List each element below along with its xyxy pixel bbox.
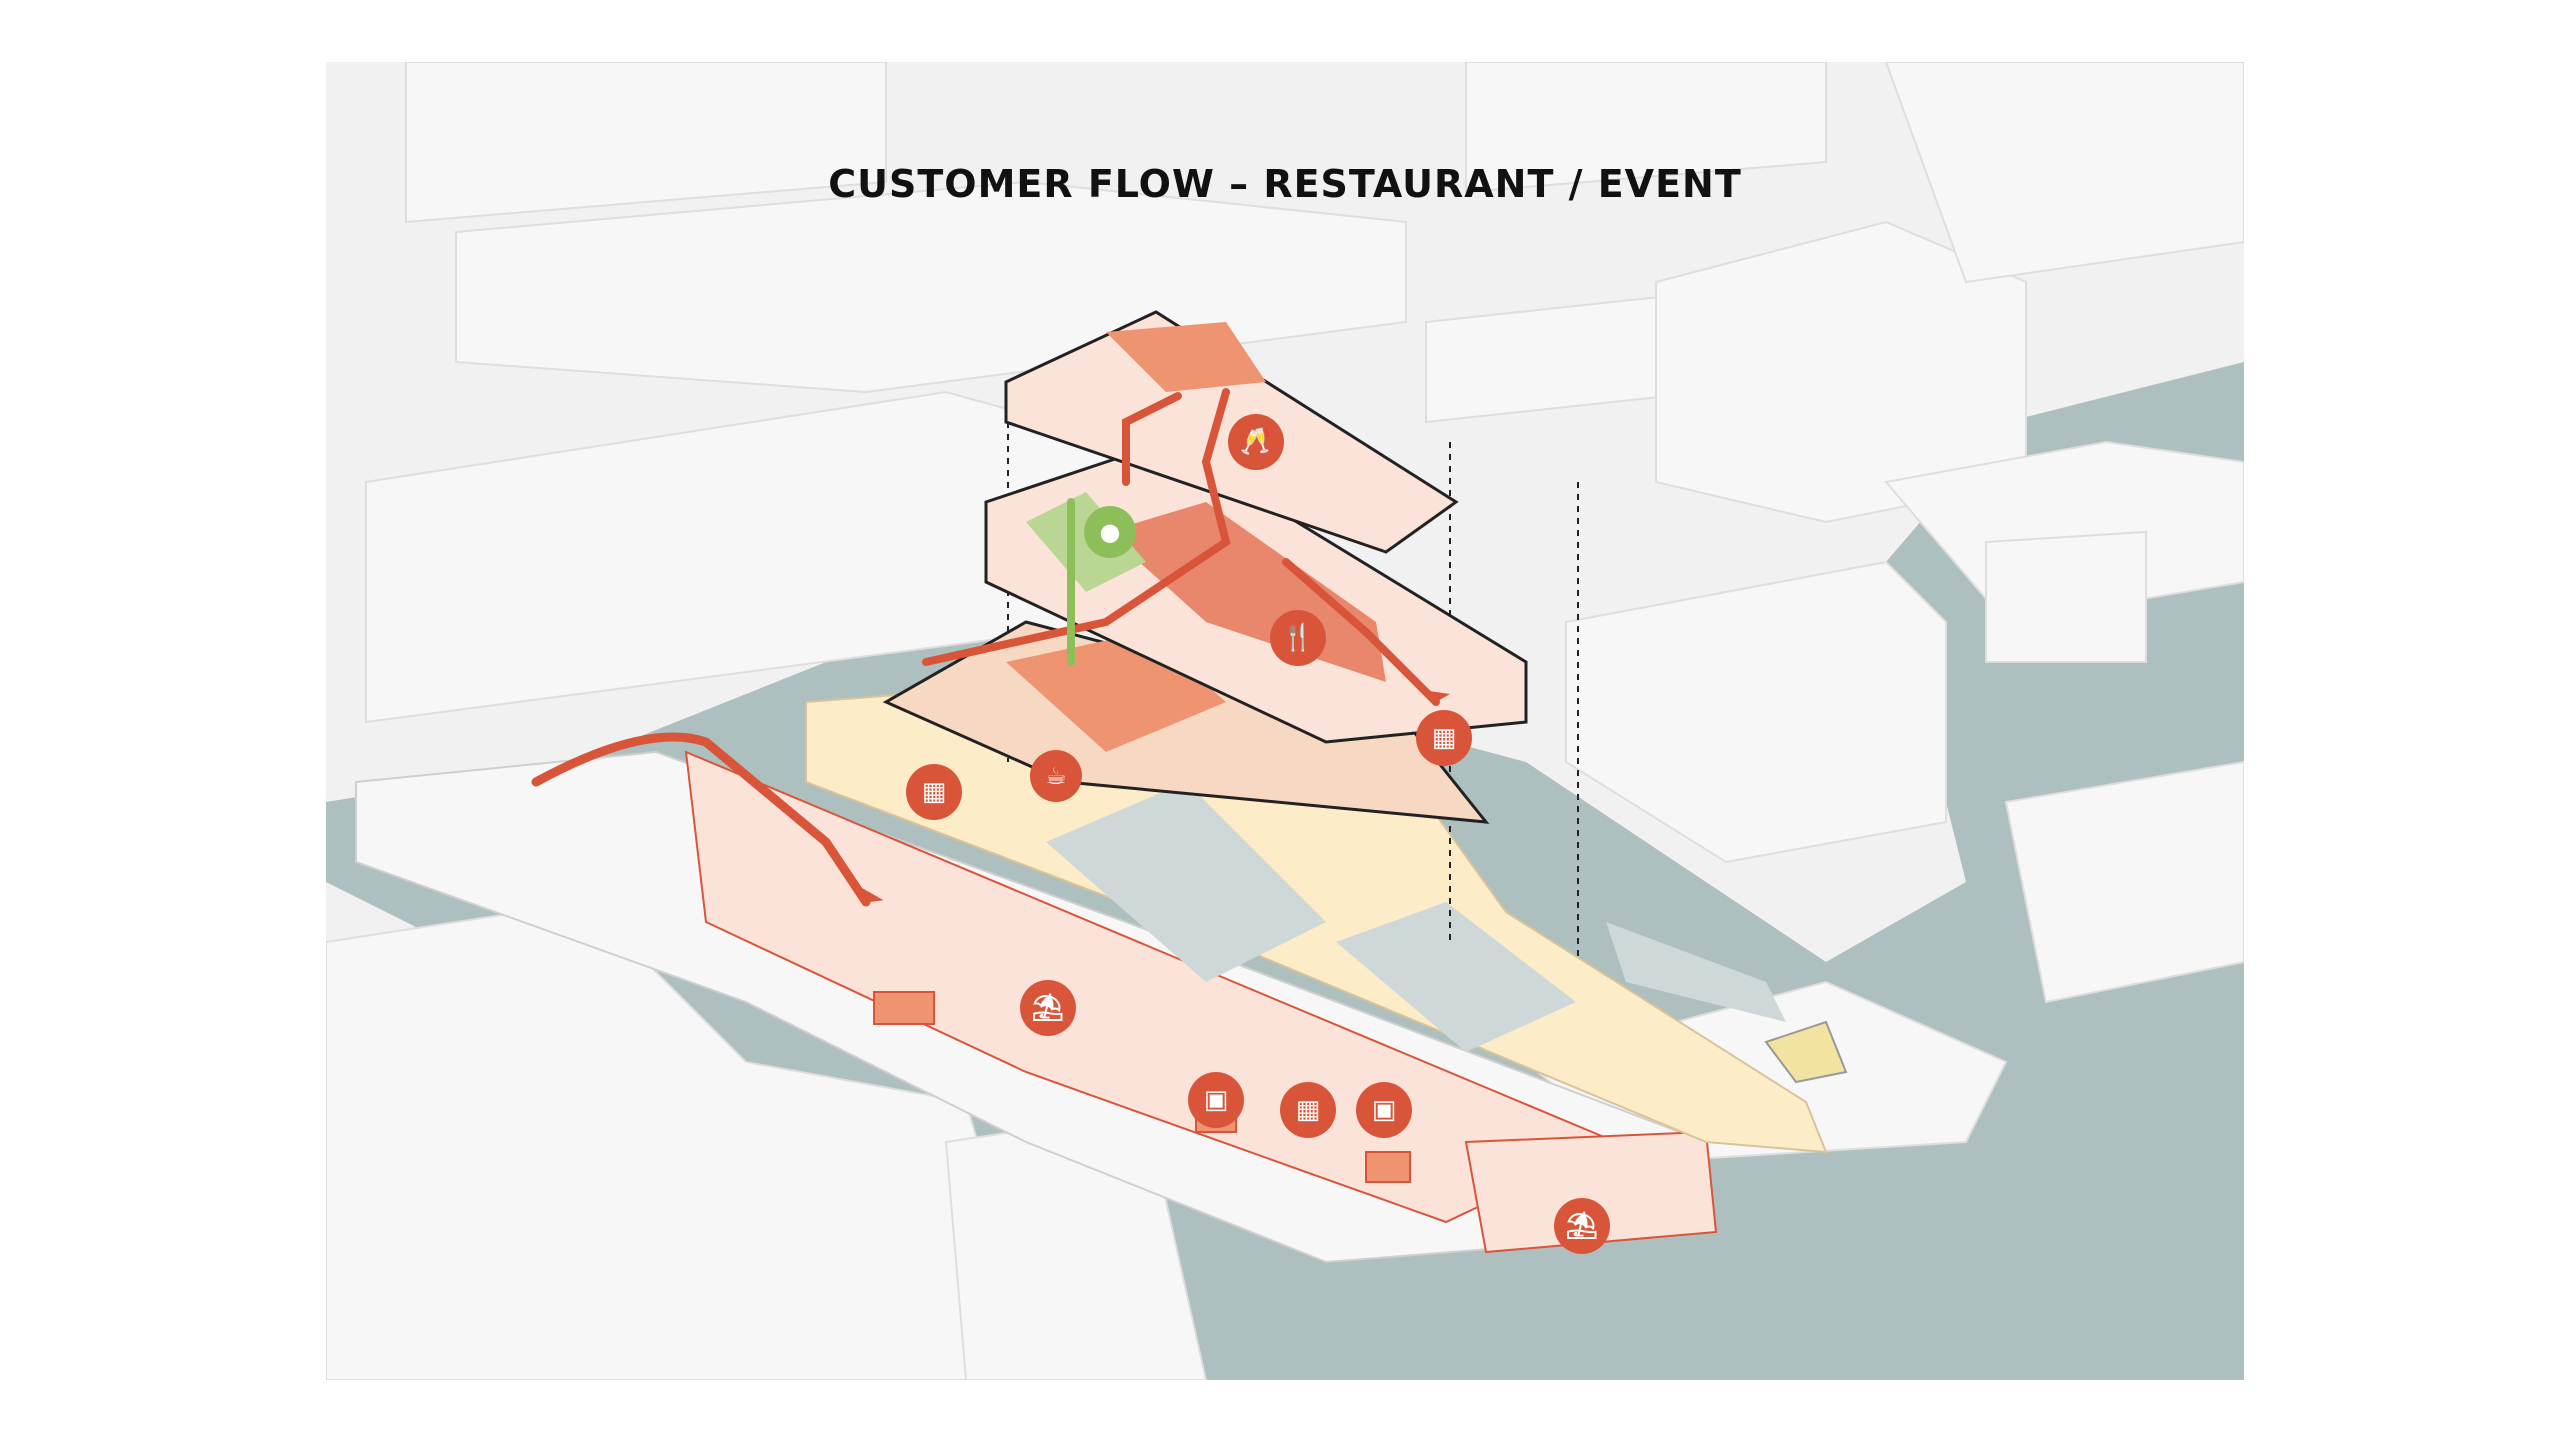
food-cart-icon: ▣ <box>1356 1082 1412 1138</box>
svg-text:⛱: ⛱ <box>1031 992 1064 1023</box>
seating-table-icon: ▦ <box>1416 710 1472 766</box>
drinks-icon: 🥂 <box>1228 414 1284 470</box>
svg-text:⛱: ⛱ <box>1565 1210 1598 1241</box>
seating-table-icon: ▦ <box>906 764 962 820</box>
svg-text:🍴: 🍴 <box>1282 622 1314 653</box>
svg-text:●: ● <box>1100 518 1121 546</box>
dining-icon: 🍴 <box>1270 610 1326 666</box>
svg-text:▦: ▦ <box>1296 1095 1321 1125</box>
svg-text:▣: ▣ <box>1372 1095 1397 1125</box>
svg-text:▦: ▦ <box>922 777 947 807</box>
customer-flow-arrows <box>531 388 1450 907</box>
isometric-site-diagram: CUSTOMER FLOW – RESTAURANT / EVENT 🥂 ● 🍴… <box>326 62 2244 1380</box>
sunbed-umbrella-icon: ⛱ <box>1020 980 1076 1036</box>
food-cart-icon: ▣ <box>1188 1072 1244 1128</box>
svg-text:🥂: 🥂 <box>1240 427 1272 457</box>
cafe-cup-icon: ☕ <box>1030 750 1082 802</box>
svg-text:▦: ▦ <box>1432 723 1457 753</box>
sunbed-umbrella-icon: ⛱ <box>1554 1198 1610 1254</box>
diagram-title: CUSTOMER FLOW – RESTAURANT / EVENT <box>828 162 1742 206</box>
svg-text:▣: ▣ <box>1204 1085 1229 1115</box>
svg-text:☕: ☕ <box>1045 762 1067 790</box>
crowd-event-icon: ● <box>1084 506 1136 558</box>
seating-table-icon: ▦ <box>1280 1082 1336 1138</box>
amenity-icons-layer: 🥂 ● 🍴 ▦ ☕ ▦ <box>906 414 1610 1254</box>
